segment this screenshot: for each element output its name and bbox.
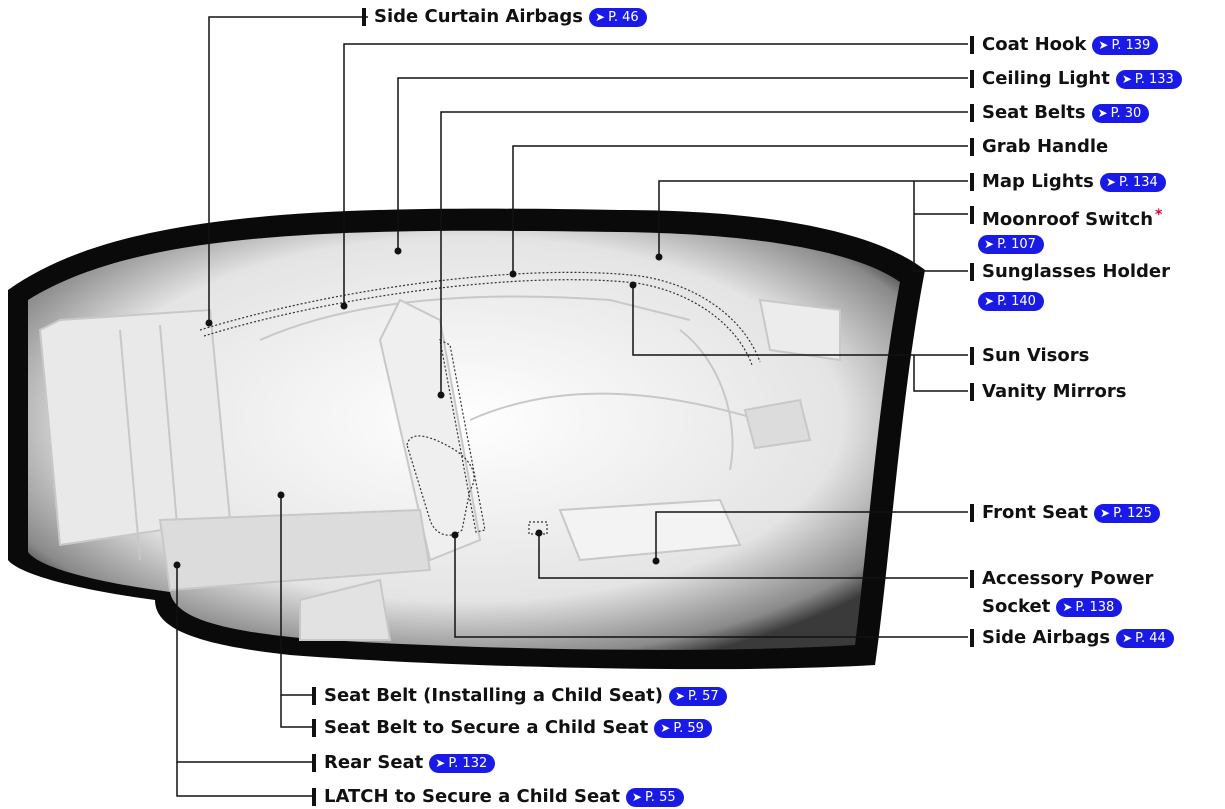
page-ref-link[interactable]: ➤P. 134	[1100, 173, 1166, 192]
label-rear-seat: Rear Seat ➤P. 132	[312, 752, 495, 774]
arrow-right-icon: ➤	[1098, 38, 1108, 52]
page-ref-link[interactable]: ➤P. 140	[978, 292, 1044, 311]
label-text: Rear Seat	[324, 752, 423, 773]
page-ref-link[interactable]: ➤P. 107	[978, 235, 1044, 254]
page-ref-link[interactable]: ➤P. 133	[1116, 70, 1182, 89]
label-vanity-mirrors: Vanity Mirrors	[970, 381, 1126, 403]
label-text: Grab Handle	[982, 136, 1108, 157]
label-text: Map Lights	[982, 171, 1094, 192]
label-accessory-power-socket: Accessory Power	[970, 568, 1153, 590]
page-ref-link[interactable]: ➤P. 59	[654, 719, 712, 738]
page-ref-link[interactable]: ➤P. 132	[429, 754, 495, 773]
label-text: Seat Belt to Secure a Child Seat	[324, 717, 648, 738]
page-ref-text: P. 46	[608, 10, 639, 25]
label-moonroof-switch-ref: ➤P. 107	[978, 233, 1044, 255]
label-text: Coat Hook	[982, 34, 1086, 55]
label-text: Side Curtain Airbags	[374, 6, 583, 27]
page-ref-text: P. 132	[448, 756, 487, 771]
page-ref-link[interactable]: ➤P. 55	[626, 788, 684, 807]
page-ref-link[interactable]: ➤P. 139	[1092, 36, 1158, 55]
page-ref-text: P. 134	[1119, 175, 1158, 190]
label-text: Seat Belts	[982, 102, 1086, 123]
page-ref-link[interactable]: ➤P. 30	[1092, 104, 1150, 123]
label-sun-visors: Sun Visors	[970, 345, 1089, 367]
page-ref-text: P. 138	[1075, 600, 1114, 615]
arrow-right-icon: ➤	[984, 237, 994, 251]
label-front-seat: Front Seat ➤P. 125	[970, 502, 1160, 524]
arrow-right-icon: ➤	[632, 790, 642, 804]
arrow-right-icon: ➤	[1106, 175, 1116, 189]
label-side-curtain-airbags: Side Curtain Airbags ➤P. 46	[362, 6, 647, 28]
arrow-right-icon: ➤	[675, 689, 685, 703]
label-grab-handle: Grab Handle	[970, 136, 1108, 158]
arrow-right-icon: ➤	[595, 10, 605, 24]
footnote-asterisk: *	[1155, 207, 1162, 223]
label-coat-hook: Coat Hook ➤P. 139	[970, 34, 1158, 56]
label-text: Socket	[982, 596, 1050, 617]
arrow-right-icon: ➤	[1100, 506, 1110, 520]
page-ref-text: P. 59	[673, 721, 704, 736]
label-text: Side Airbags	[982, 627, 1110, 648]
label-seat-belts: Seat Belts ➤P. 30	[970, 102, 1149, 124]
label-accessory-power-socket-line2: Socket ➤P. 138	[982, 596, 1122, 618]
arrow-right-icon: ➤	[435, 756, 445, 770]
label-moonroof-switch: Moonroof Switch*	[970, 204, 1162, 231]
label-side-airbags: Side Airbags ➤P. 44	[970, 627, 1174, 649]
arrow-right-icon: ➤	[1122, 631, 1132, 645]
label-text: Seat Belt (Installing a Child Seat)	[324, 685, 663, 706]
label-seat-belt-installing: Seat Belt (Installing a Child Seat) ➤P. 5…	[312, 685, 727, 707]
page-ref-link[interactable]: ➤P. 44	[1116, 629, 1174, 648]
page-ref-text: P. 125	[1113, 506, 1152, 521]
label-text: Ceiling Light	[982, 68, 1110, 89]
label-sunglasses-holder: Sunglasses Holder	[970, 261, 1170, 283]
label-text: Sun Visors	[982, 345, 1089, 366]
page-ref-text: P. 140	[997, 294, 1036, 309]
page-ref-text: P. 55	[645, 790, 676, 805]
arrow-right-icon: ➤	[1098, 106, 1108, 120]
label-text: Moonroof Switch	[982, 209, 1153, 230]
page-ref-link[interactable]: ➤P. 46	[589, 8, 647, 27]
label-text: Vanity Mirrors	[982, 381, 1126, 402]
label-text: Accessory Power	[982, 568, 1153, 589]
arrow-right-icon: ➤	[1122, 72, 1132, 86]
label-ceiling-light: Ceiling Light ➤P. 133	[970, 68, 1182, 90]
label-text: Front Seat	[982, 502, 1088, 523]
label-seat-belt-secure: Seat Belt to Secure a Child Seat ➤P. 59	[312, 717, 712, 739]
page-ref-text: P. 44	[1135, 631, 1166, 646]
page-ref-text: P. 139	[1111, 38, 1150, 53]
page-ref-link[interactable]: ➤P. 138	[1056, 598, 1122, 617]
label-text: LATCH to Secure a Child Seat	[324, 786, 620, 807]
label-text: Sunglasses Holder	[982, 261, 1170, 282]
page-ref-text: P. 57	[688, 689, 719, 704]
page-ref-text: P. 107	[997, 237, 1036, 252]
page-ref-text: P. 133	[1135, 72, 1174, 87]
arrow-right-icon: ➤	[984, 294, 994, 308]
arrow-right-icon: ➤	[660, 721, 670, 735]
label-sunglasses-holder-ref: ➤P. 140	[978, 290, 1044, 312]
page-ref-link[interactable]: ➤P. 125	[1094, 504, 1160, 523]
arrow-right-icon: ➤	[1062, 600, 1072, 614]
label-map-lights: Map Lights ➤P. 134	[970, 171, 1166, 193]
page-ref-text: P. 30	[1111, 106, 1142, 121]
label-latch: LATCH to Secure a Child Seat ➤P. 55	[312, 786, 684, 808]
page-ref-link[interactable]: ➤P. 57	[669, 687, 727, 706]
